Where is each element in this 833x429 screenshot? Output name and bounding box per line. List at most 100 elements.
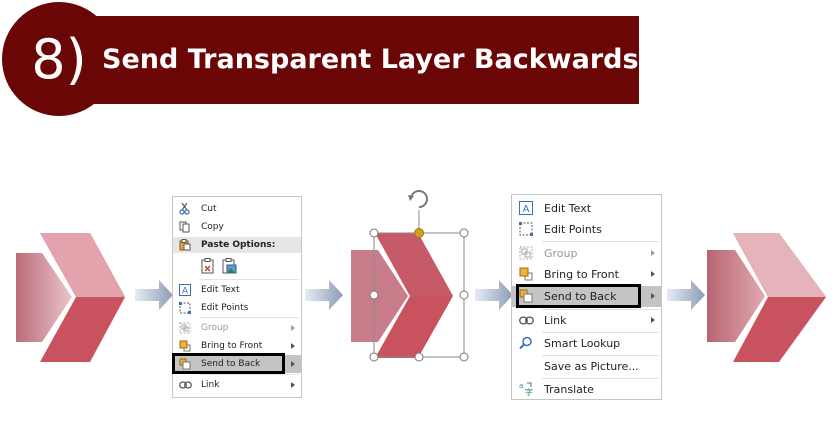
menu-item-label: Save as Picture... — [544, 360, 639, 373]
menu-item-send-to-back[interactable]: Send to Back — [512, 286, 661, 307]
step-circle — [2, 2, 116, 116]
transparent-rectangle — [707, 250, 765, 342]
menu-item-label: Cut — [201, 204, 217, 214]
copy-icon — [179, 221, 191, 236]
submenu-arrow-icon — [651, 271, 655, 277]
bring-to-front-icon — [179, 340, 191, 355]
menu-item-bring-to-front[interactable]: Bring to Front — [512, 264, 661, 285]
submenu-arrow-icon — [291, 382, 295, 388]
menu-separator — [542, 332, 659, 333]
submenu-arrow-icon — [651, 317, 655, 323]
menu-separator — [199, 374, 299, 375]
paste-keep-formatting-icon[interactable] — [201, 258, 216, 277]
page-title: Send Transparent Layer Backwards — [102, 44, 639, 75]
edit-points-icon — [519, 222, 533, 239]
chevron-highlight — [40, 233, 125, 297]
edit-text-icon: A — [519, 201, 533, 218]
submenu-arrow-icon — [651, 250, 655, 256]
context-menu-large: A Edit Text Edit Points Group Bring to F… — [511, 194, 662, 400]
menu-separator — [199, 317, 299, 318]
resize-handles[interactable] — [369, 228, 469, 362]
menu-separator — [199, 279, 299, 280]
menu-item-label: Group — [544, 247, 578, 260]
menu-item-smart-lookup[interactable]: Smart Lookup — [512, 333, 661, 354]
flow-arrow-4 — [667, 280, 705, 310]
svg-text:A: A — [182, 287, 189, 297]
menu-item-link[interactable]: Link — [173, 376, 301, 394]
menu-item-label: Edit Points — [544, 223, 602, 236]
menu-separator — [542, 309, 659, 310]
menu-item-label: Link — [544, 314, 567, 327]
menu-item-label: Link — [201, 380, 220, 390]
chevron-highlight — [733, 233, 826, 297]
clipboard-icon — [179, 239, 191, 254]
menu-item-bring-to-front[interactable]: Bring to Front — [173, 337, 301, 355]
send-to-back-highlight-box — [172, 353, 285, 374]
menu-separator — [542, 241, 659, 242]
menu-item-save-as-picture[interactable]: Save as Picture... — [512, 356, 661, 377]
menu-item-group[interactable]: Group — [512, 243, 661, 263]
paste-picture-icon[interactable] — [222, 258, 237, 277]
adjust-handle[interactable] — [414, 228, 424, 238]
menu-separator — [542, 378, 659, 379]
flow-arrow-3 — [475, 280, 513, 310]
menu-item-edit-text[interactable]: A Edit Text — [512, 198, 661, 218]
menu-item-edit-points[interactable]: Edit Points — [512, 219, 661, 239]
group-icon — [519, 246, 533, 263]
menu-item-label: Smart Lookup — [544, 337, 621, 350]
flow-arrow-2 — [305, 280, 343, 310]
smart-lookup-icon — [519, 336, 533, 353]
edit-text-icon: A — [179, 284, 191, 299]
menu-item-label: Send to Back — [201, 359, 261, 369]
menu-item-label: Edit Text — [201, 285, 240, 295]
link-icon — [519, 315, 534, 329]
menu-item-edit-text[interactable]: A Edit Text — [173, 281, 301, 299]
menu-item-label: Paste Options: — [201, 240, 276, 250]
menu-item-send-to-back[interactable]: Send to Back — [173, 355, 301, 373]
rotate-handle-icon[interactable] — [408, 190, 428, 208]
submenu-arrow-icon — [291, 343, 295, 349]
bring-to-front-icon — [519, 267, 533, 284]
menu-item-label: Translate — [544, 383, 594, 396]
menu-item-cut[interactable]: Cut — [173, 201, 301, 217]
menu-item-label: Send to Back — [544, 290, 617, 303]
chevron-highlight — [375, 233, 453, 296]
menu-separator — [542, 355, 659, 356]
svg-text:字: 字 — [525, 387, 533, 396]
menu-item-copy[interactable]: Copy — [173, 219, 301, 235]
transparent-rectangle — [351, 250, 408, 342]
title-banner — [40, 16, 639, 104]
send-to-back-highlight-box — [516, 284, 641, 308]
menu-item-label: Bring to Front — [201, 341, 263, 351]
menu-item-label: Edit Points — [201, 303, 249, 313]
menu-item-link[interactable]: Link — [512, 310, 661, 331]
link-icon — [179, 380, 192, 393]
edit-points-icon — [179, 302, 191, 317]
svg-text:A: A — [523, 204, 530, 215]
submenu-arrow-icon — [651, 293, 655, 299]
step-number: 8) — [31, 28, 87, 91]
menu-item-edit-points[interactable]: Edit Points — [173, 299, 301, 317]
send-to-back-icon — [519, 289, 533, 306]
svg-text:a: a — [519, 382, 523, 390]
context-menu-small: Cut Copy Paste Options: A Edit Text Edit… — [172, 196, 302, 398]
menu-item-group[interactable]: Group — [173, 319, 301, 337]
group-icon — [179, 322, 191, 337]
send-to-back-icon — [179, 358, 191, 373]
flow-arrow-1 — [135, 280, 173, 310]
menu-item-label: Group — [201, 323, 229, 333]
menu-item-label: Bring to Front — [544, 268, 619, 281]
submenu-arrow-icon — [291, 325, 295, 331]
paste-options-row — [173, 255, 301, 277]
transparent-rectangle — [16, 253, 72, 342]
submenu-arrow-icon — [291, 361, 295, 367]
scissors-icon — [179, 202, 190, 218]
menu-item-label: Edit Text — [544, 202, 592, 215]
menu-item-label: Copy — [201, 222, 224, 232]
menu-item-paste-options: Paste Options: — [173, 237, 301, 253]
